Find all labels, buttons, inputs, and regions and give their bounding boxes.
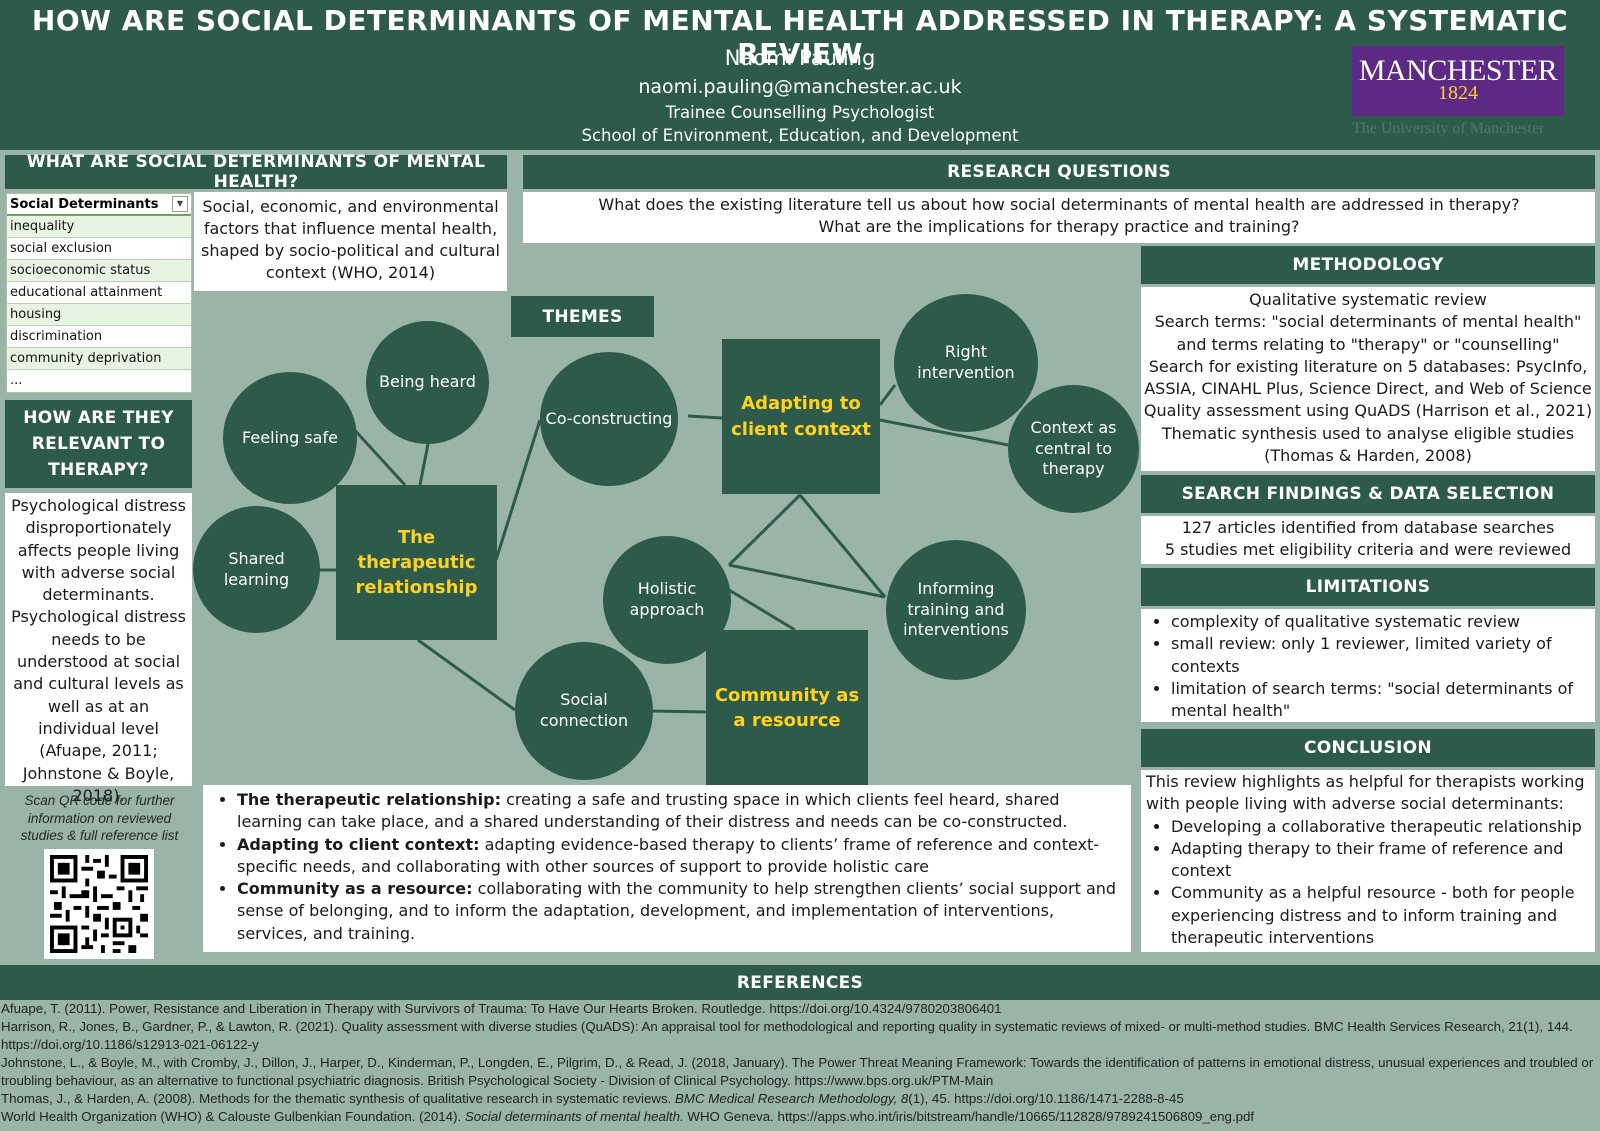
conclusion-item: Adapting therapy to their frame of refer… (1171, 838, 1591, 883)
logo-name: MANCHESTER (1358, 54, 1558, 87)
table-row: educational attainment (7, 282, 191, 304)
author-name: Naomi Pauling (724, 46, 876, 70)
research-question-2: What are the implications for therapy pr… (818, 217, 1300, 236)
methodology-line: Qualitative systematic review (1249, 290, 1487, 309)
reference-item: World Health Organization (WHO) & Calous… (1, 1109, 1255, 1124)
theme-description-item: The therapeutic relationship: creating a… (237, 789, 1117, 834)
theme-main-therapeutic-relationship: The therapeutic relationship (336, 485, 497, 640)
reference-item: Thomas, J., & Harden, A. (2008). Methods… (1, 1091, 1184, 1106)
themes-descriptions: The therapeutic relationship: creating a… (203, 785, 1131, 952)
methodology-line: Thematic synthesis used to analyse eligi… (1161, 423, 1575, 466)
findings-line: 127 articles identified from database se… (1181, 518, 1555, 537)
what-are-heading: WHAT ARE SOCIAL DETERMINANTS OF MENTAL H… (5, 152, 507, 192)
table-row: housing (7, 304, 191, 326)
author-email[interactable]: naomi.pauling@manchester.ac.uk (638, 76, 962, 98)
definition-text: Social, economic, and environmental fact… (194, 192, 507, 291)
table-row: socioeconomic status (7, 260, 191, 282)
conclusion-item: Community as a helpful resource - both f… (1171, 882, 1591, 949)
filter-dropdown-icon[interactable]: ▼ (172, 196, 188, 212)
relevant-heading: HOW ARE THEY RELEVANT TO THERAPY? (5, 400, 192, 488)
theme-node-feeling-safe: Feeling safe (223, 372, 357, 504)
theme-node-co-constructing: Co-constructing (540, 352, 678, 486)
references-body: Afuape, T. (2011). Power, Resistance and… (0, 1000, 1600, 1131)
logo-subtitle: The University of Manchester (1352, 120, 1545, 137)
university-logo: MANCHESTER 1824 (1352, 46, 1564, 116)
findings-line: 5 studies met eligibility criteria and w… (1164, 540, 1572, 560)
theme-description-item: Adapting to client context: adapting evi… (237, 834, 1117, 879)
research-questions-box: What does the existing literature tell u… (523, 192, 1595, 243)
determinants-table: Social Determinants ▼ inequality social … (6, 193, 192, 393)
reference-item: Afuape, T. (2011). Power, Resistance and… (1, 1001, 1002, 1016)
theme-node-shared-learning: Shared learning (193, 506, 320, 633)
qr-code[interactable] (44, 849, 154, 959)
theme-node-being-heard: Being heard (366, 321, 489, 444)
references-heading: REFERENCES (0, 965, 1600, 1000)
methodology-body: Qualitative systematic review Search ter… (1141, 287, 1595, 471)
table-row: discrimination (7, 326, 191, 348)
poster-header (0, 0, 1600, 150)
research-questions-heading: RESEARCH QUESTIONS (523, 155, 1595, 189)
table-row: social exclusion (7, 238, 191, 260)
theme-node-informing-training: Informing training and interventions (886, 540, 1026, 680)
conclusion-body: This review highlights as helpful for th… (1141, 770, 1595, 952)
methodology-line: Search terms: "social determinants of me… (1154, 312, 1582, 354)
conclusion-heading: CONCLUSION (1141, 729, 1595, 767)
search-findings-heading: SEARCH FINDINGS & DATA SELECTION (1141, 475, 1595, 513)
author-school: School of Environment, Education, and De… (581, 126, 1019, 145)
determinants-table-header: Social Determinants ▼ (7, 194, 191, 216)
table-row: community deprivation (7, 348, 191, 370)
author-role: Trainee Counselling Psychologist (665, 103, 935, 122)
reference-item: Johnstone, L., & Boyle, M., with Cromby,… (1, 1055, 1594, 1088)
methodology-line: Search for existing literature on 5 data… (1144, 356, 1592, 399)
theme-node-social-connection: Social connection (515, 642, 653, 780)
qr-caption: Scan QR code for further information on … (20, 793, 179, 843)
poster-title: HOW ARE SOCIAL DETERMINANTS OF MENTAL HE… (31, 4, 1569, 70)
table-row: inequality (7, 216, 191, 238)
limitations-body: complexity of qualitative systematic rev… (1141, 609, 1595, 722)
qr-code-icon (50, 855, 148, 953)
methodology-heading: METHODOLOGY (1141, 246, 1595, 284)
reference-item: Harrison, R., Jones, B., Gardner, P., & … (1, 1019, 1573, 1052)
table-header-label: Social Determinants (10, 196, 159, 212)
theme-node-context-central: Context as central to therapy (1008, 385, 1139, 513)
limitation-item: small review: only 1 reviewer, limited v… (1171, 633, 1587, 678)
conclusion-item: Developing a collaborative therapeutic r… (1171, 816, 1591, 838)
themes-heading: THEMES (511, 296, 654, 337)
search-findings-body: 127 articles identified from database se… (1141, 516, 1595, 564)
table-row: ... (10, 373, 23, 388)
theme-main-community-resource: Community as a resource (706, 630, 868, 786)
research-question-1: What does the existing literature tell u… (598, 195, 1520, 214)
theme-node-right-intervention: Right intervention (894, 294, 1038, 432)
relevant-body: Psychological distress disproportionatel… (5, 493, 192, 805)
limitation-item: limitation of search terms: "social dete… (1171, 678, 1587, 723)
limitation-item: complexity of qualitative systematic rev… (1171, 611, 1587, 633)
methodology-line: Quality assessment using QuADS (Harrison… (1143, 401, 1593, 421)
conclusion-intro: This review highlights as helpful for th… (1146, 772, 1585, 814)
logo-year: 1824 (1438, 82, 1478, 104)
theme-description-item: Community as a resource: collaborating w… (237, 878, 1117, 945)
theme-main-adapting-client-context: Adapting to client context (722, 339, 880, 494)
limitations-heading: LIMITATIONS (1141, 568, 1595, 606)
